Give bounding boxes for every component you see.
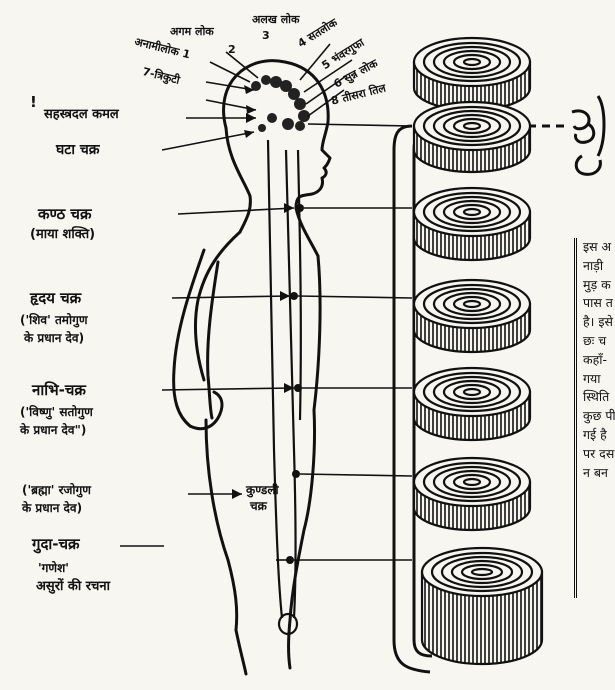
coil-2 [414, 102, 530, 172]
side-text-line: गई है [583, 426, 615, 445]
label-nabhi-sub2: के प्रधान देव") [20, 424, 86, 438]
label-nabhi-chakra: नाभि-चक्र [32, 382, 86, 399]
side-text-line: छः च [583, 332, 615, 351]
label-hriday-sub2: के प्रधान देव) [24, 332, 84, 346]
side-text-column: इस अ नाड़ी मुड़ क पास त है। इसे छः च कहा… [574, 238, 615, 598]
side-text-line: कहाँ- [583, 351, 615, 370]
arrow-heads [232, 85, 294, 499]
coil-4 [414, 280, 530, 352]
head-centers [251, 75, 310, 132]
label-ghata-chakra: घटा चक्र [56, 142, 99, 158]
side-text-line: इस अ [583, 238, 615, 257]
coil-5 [414, 368, 530, 440]
label-hriday-chakra: हृदय चक्र [30, 290, 81, 307]
label-kundali: कुण्डली [246, 484, 279, 498]
label-sahasradal-kamal: सहस्त्रदल कमल [44, 108, 119, 123]
side-text-line: नाड़ी [583, 257, 615, 276]
side-text-line: स्थिति [583, 388, 615, 407]
label-hriday-sub1: ('शिव' तमोगुण [20, 314, 88, 328]
label-alakh-number: 3 [262, 30, 270, 43]
label-kanth-chakra: कण्ठ चक्र [38, 206, 91, 223]
side-text-line: पर दस [583, 445, 615, 464]
label-kanth-sub: (माया शक्ति) [30, 228, 95, 243]
label-guda-chakra: गुदा-चक्र [32, 536, 80, 553]
side-text-line: मुड़ क [583, 276, 615, 295]
side-text-line: कुछ पी [583, 407, 615, 426]
label-brahma-1: ('ब्रह्मा' रजोगुण [22, 484, 91, 498]
label-brahma-2: के प्रधान देव) [22, 502, 82, 516]
coil-1 [414, 38, 530, 110]
label-nabhi-sub1: ('विष्णु' सतोगुण [20, 406, 93, 420]
label-guda-sub1: 'गणेश' [38, 562, 69, 576]
side-text-line: गया [583, 370, 615, 389]
label-sahasradal-mark: ! [30, 94, 37, 111]
label-agam-lok: अगम लोक [170, 26, 214, 39]
label-guda-sub2: असुरों की रचना [36, 580, 110, 595]
side-text-line: है। इसे [583, 313, 615, 332]
coil-3 [414, 188, 530, 260]
side-text-line: न बन [583, 464, 615, 483]
label-agam-number: 2 [228, 44, 236, 57]
side-text-line: पास त [583, 294, 615, 313]
label-kundali-chakra: चक्र [250, 500, 267, 514]
human-figure [174, 61, 330, 674]
coil-base [422, 548, 542, 664]
coil-6 [414, 458, 530, 530]
label-alakh-lok: अलख लोक [252, 14, 299, 27]
